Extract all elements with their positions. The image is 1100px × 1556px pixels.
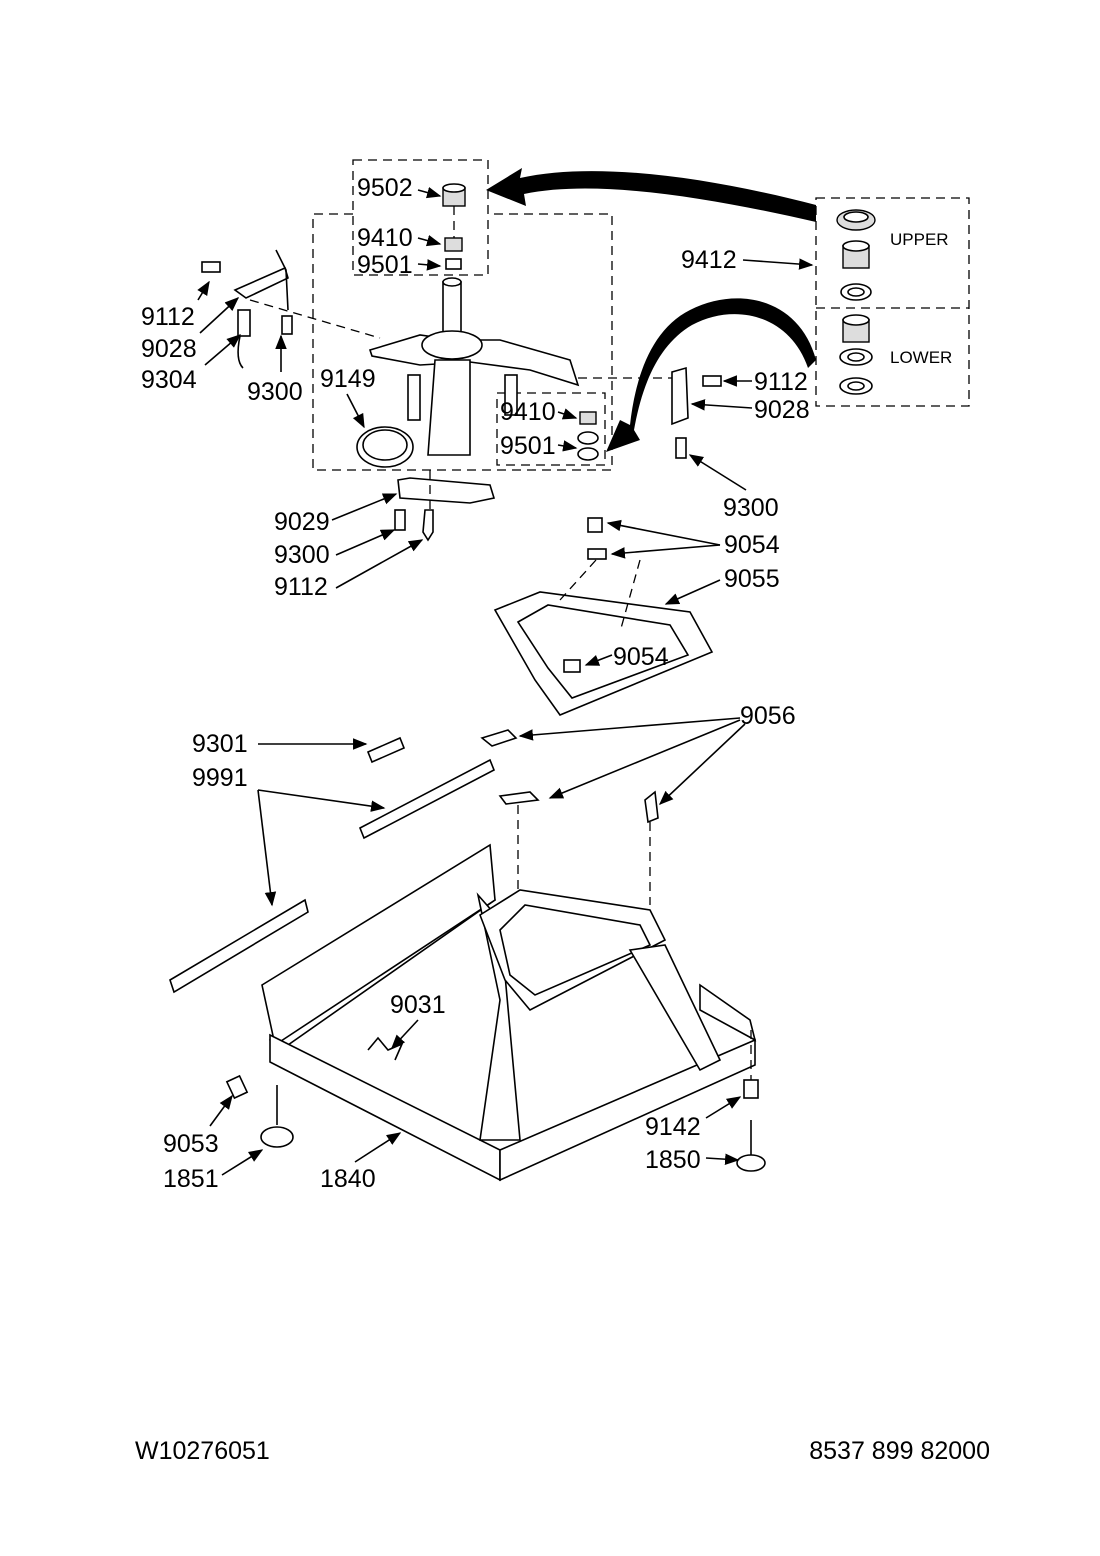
- left-bracket-assembly: [201, 249, 381, 369]
- spring-9301: [366, 736, 406, 764]
- leader-9149: [346, 393, 365, 429]
- leader-9410-top: [417, 235, 442, 247]
- base-frame-1840: [261, 843, 757, 1182]
- callout-9300-low: 9300: [274, 541, 330, 569]
- callout-9056: 9056: [740, 702, 796, 730]
- callout-9053: 9053: [163, 1130, 219, 1158]
- clamp-ring-9149: [356, 426, 414, 468]
- leader-9304: [204, 334, 242, 366]
- leader-1851: [221, 1149, 264, 1176]
- leader-9054-top-a: [606, 519, 721, 546]
- callout-9502: 9502: [357, 174, 413, 202]
- leader-9112-low: [335, 539, 424, 589]
- strip-9991-upper: [358, 758, 496, 840]
- leader-9502: [417, 187, 442, 199]
- leader-9028-right: [690, 399, 753, 411]
- callout-9055: 9055: [724, 565, 780, 593]
- leader-9053: [209, 1094, 233, 1127]
- retainer-9031: [367, 1036, 404, 1061]
- callout-9054-mid: 9054: [613, 643, 669, 671]
- top-bushing-stack: [442, 183, 466, 270]
- leader-9031: [391, 1019, 419, 1050]
- leader-9056-c: [658, 723, 746, 805]
- part-number: 8537 899 82000: [809, 1437, 990, 1465]
- foot-left-1851: [225, 1074, 294, 1148]
- callout-9054-top: 9054: [724, 531, 780, 559]
- doc-number: W10276051: [135, 1437, 270, 1465]
- leader-9112-left: [197, 280, 210, 301]
- kit-label-lower: LOWER: [890, 348, 952, 367]
- strip-9991-lower: [169, 898, 309, 994]
- leader-9055: [664, 579, 721, 605]
- leader-9028-left: [199, 297, 240, 334]
- callout-9301: 9301: [192, 730, 248, 758]
- leader-9991-b: [257, 789, 277, 907]
- kit-label-upper: UPPER: [890, 230, 949, 249]
- callout-9142: 9142: [645, 1113, 701, 1141]
- callout-9991: 9991: [192, 764, 248, 792]
- callout-9410-mid: 9410: [500, 398, 556, 426]
- leader-9501-mid: [557, 440, 578, 452]
- suspension-dashed-box: [312, 213, 613, 471]
- callout-9501-top: 9501: [357, 251, 413, 279]
- callout-9501-mid: 9501: [500, 432, 556, 460]
- lower-bushing-stack: [577, 411, 599, 461]
- leader-9056-b: [548, 719, 741, 799]
- lower-bushing-dashed-box: [496, 392, 606, 466]
- callout-9029: 9029: [274, 508, 330, 536]
- callout-9031: 9031: [390, 991, 446, 1019]
- lower-bracket-screw: [394, 470, 434, 542]
- callout-9300-right: 9300: [723, 494, 779, 522]
- leader-1850: [705, 1153, 740, 1165]
- leader-9054-mid: [584, 654, 613, 666]
- suspension-spider: [368, 277, 580, 504]
- leader-9991-a: [257, 789, 386, 812]
- leader-9410-mid: [557, 408, 578, 420]
- leader-9300-low: [335, 529, 396, 556]
- callout-9300-left: 9300: [247, 378, 303, 406]
- bearing-kit-dashed-box: [815, 197, 970, 407]
- leader-9501-top: [417, 259, 442, 271]
- callout-9112-left: 9112: [141, 303, 195, 331]
- callout-9112-low: 9112: [274, 573, 328, 601]
- top-bushing-dashed-box: [352, 159, 489, 276]
- leader-9054-top-b: [610, 544, 721, 559]
- leader-9300-right: [688, 454, 747, 491]
- right-bracket-assembly: [578, 366, 722, 459]
- callout-9028-left: 9028: [141, 335, 197, 363]
- callout-1840: 1840: [320, 1165, 376, 1193]
- leader-1840: [354, 1132, 402, 1163]
- callout-9028-right: 9028: [754, 396, 810, 424]
- lower-kit-arrow: [606, 298, 816, 452]
- callout-9412: 9412: [681, 246, 737, 274]
- callout-9149: 9149: [320, 365, 376, 393]
- bearing-kit-upper: [836, 209, 876, 301]
- upper-kit-arrow: [486, 168, 816, 222]
- callout-1851: 1851: [163, 1165, 219, 1193]
- bearing-kit-lower: [839, 314, 873, 395]
- leader-9056-a: [518, 717, 741, 741]
- callout-1850: 1850: [645, 1146, 701, 1174]
- callout-9304: 9304: [141, 366, 197, 394]
- leader-9029: [331, 493, 398, 521]
- foot-right-1850: [736, 1030, 766, 1172]
- tub-support-9055: [493, 517, 714, 716]
- leader-9412: [742, 258, 814, 270]
- callout-9410-top: 9410: [357, 224, 413, 252]
- leader-9142: [705, 1096, 742, 1119]
- callout-9112-right: 9112: [754, 368, 808, 396]
